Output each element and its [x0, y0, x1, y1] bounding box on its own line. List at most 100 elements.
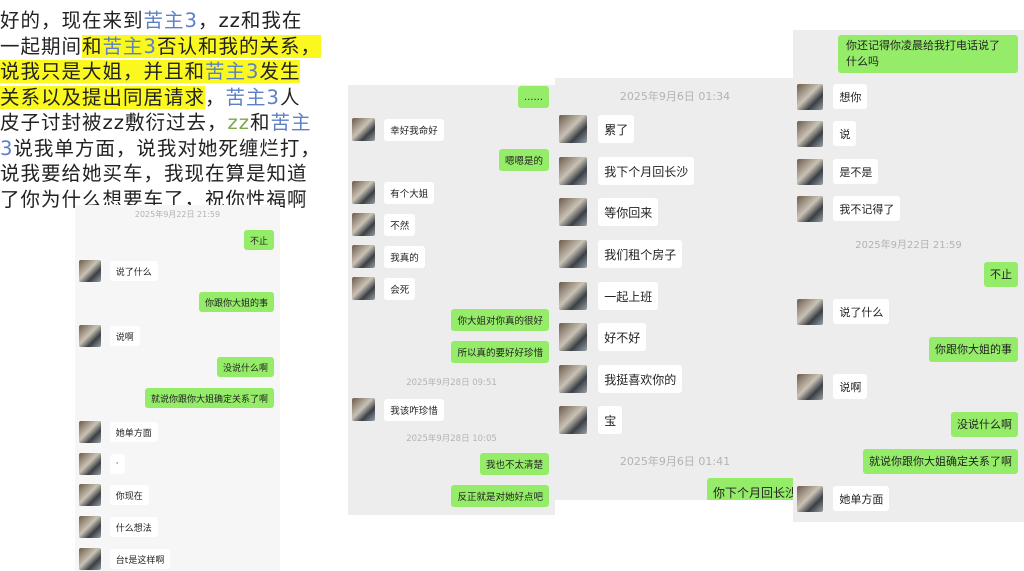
message-bubble: 没说什么啊: [216, 357, 274, 377]
caption-segment: 说我单方面，说我对她死缠烂打，: [13, 136, 321, 160]
message-bubble: 就说你跟你大姐确定关系了啊: [144, 388, 274, 408]
avatar[interactable]: [352, 181, 375, 204]
sent-message: 没说什么啊: [216, 357, 274, 377]
message-bubble: 你跟你大姐的事: [198, 292, 274, 312]
received-message: 你现在: [79, 484, 149, 506]
sent-message: 不止: [243, 230, 274, 250]
message-bubble: 是不是: [833, 159, 879, 184]
message-bubble: 不然: [384, 213, 416, 236]
caption-segment: 3: [0, 136, 14, 160]
sent-message: 你跟你大姐的事: [929, 336, 1018, 362]
chat-screenshot-2: ……幸好我命好嗯嗯是的有个大姐不然我真的会死你大姐对你真的很好所以真的要好好珍惜…: [348, 85, 555, 515]
caption-segment: 关系以及提出同居请求: [0, 85, 206, 109]
avatar[interactable]: [79, 516, 101, 538]
caption-segment: 皮子讨封被zz敷衍过去，: [0, 111, 228, 134]
avatar[interactable]: [559, 365, 587, 393]
received-message: 我挺喜欢你的: [559, 365, 683, 393]
received-message: 等你回来: [559, 198, 659, 226]
received-message: 一起上班: [559, 282, 659, 310]
received-message: 是不是: [797, 158, 879, 185]
sent-message: 不止: [984, 261, 1018, 287]
received-message: 我们租个房子: [559, 240, 683, 268]
avatar[interactable]: [559, 240, 587, 268]
message-bubble: 你下个月回长沙干: [706, 478, 795, 500]
sent-message: 嗯嗯是的: [498, 149, 549, 171]
caption-segment: 否认和我的关系，: [156, 34, 321, 58]
avatar[interactable]: [559, 115, 587, 143]
avatar[interactable]: [559, 157, 587, 185]
message-bubble: 嗯嗯是的: [498, 149, 549, 171]
received-message: 有个大姐: [352, 181, 435, 204]
caption-segment: 和: [82, 34, 103, 58]
caption-line: 说我要给她买车，我现在算是知道: [0, 161, 360, 187]
chat-timestamp: 2025年9月28日 09:51: [406, 378, 497, 389]
message-bubble: 等你回来: [598, 198, 659, 226]
avatar[interactable]: [797, 485, 823, 512]
message-bubble: 说啊: [109, 326, 140, 346]
message-bubble: 我不记得了: [833, 196, 901, 221]
caption-segment: 苦主3: [143, 9, 198, 32]
avatar[interactable]: [559, 323, 587, 351]
message-bubble: 幸好我命好: [384, 118, 444, 141]
avatar[interactable]: [559, 198, 587, 226]
message-bubble: 反正就是对她好点吧: [451, 485, 549, 507]
caption-text: 好的，现在来到苦主3，zz和我在一起期间和苦主3否认和我的关系，说我只是大姐，并…: [0, 8, 360, 212]
message-bubble: 会死: [384, 277, 416, 300]
avatar[interactable]: [79, 484, 101, 506]
avatar[interactable]: [352, 398, 375, 421]
received-message: 说: [797, 120, 857, 147]
message-bubble: 我也不太清楚: [479, 453, 549, 475]
sent-message: 就说你跟你大姐确定关系了啊: [863, 448, 1018, 474]
message-bubble: 什么想法: [109, 517, 158, 537]
received-message: 她单方面: [79, 421, 158, 443]
chat-timestamp: 2025年9月6日 01:41: [619, 454, 731, 468]
avatar[interactable]: [797, 298, 823, 325]
avatar[interactable]: [352, 277, 375, 300]
avatar[interactable]: [79, 325, 101, 347]
caption-segment: 好的，现在来到: [0, 9, 144, 32]
avatar[interactable]: [79, 453, 101, 475]
caption-segment: 人: [279, 85, 301, 109]
avatar[interactable]: [797, 120, 823, 147]
caption-segment: zz: [227, 111, 250, 134]
avatar[interactable]: [352, 118, 375, 141]
sent-message: ……: [518, 86, 549, 108]
avatar[interactable]: [79, 421, 101, 443]
received-message: 累了: [559, 115, 635, 143]
sent-message: 没说什么啊: [951, 411, 1018, 437]
received-message: 不然: [352, 213, 416, 236]
message-bubble: 你跟你大姐的事: [929, 336, 1018, 362]
avatar[interactable]: [79, 548, 101, 570]
avatar[interactable]: [79, 260, 101, 282]
message-bubble: 说了什么: [833, 299, 890, 324]
message-bubble: 说: [833, 121, 857, 146]
message-bubble: 想你: [833, 84, 868, 109]
caption-line: 关系以及提出同居请求，苦主3人: [0, 85, 360, 111]
message-bubble: 你现在: [109, 485, 149, 505]
caption-line: 了你为什么想要车了，祝你性福啊: [0, 187, 360, 213]
avatar[interactable]: [352, 245, 375, 268]
sent-message: 你跟你大姐的事: [198, 292, 274, 312]
message-bubble: 我下个月回长沙: [598, 157, 695, 185]
caption-segment: 苦主3: [205, 60, 260, 83]
caption-segment: 说我只是大姐，并且和: [0, 60, 206, 83]
received-message: 她单方面: [797, 485, 890, 512]
avatar[interactable]: [797, 83, 823, 110]
message-bubble: 所以真的要好好珍惜: [451, 341, 549, 363]
avatar[interactable]: [352, 213, 375, 236]
message-bubble: 不止: [984, 261, 1018, 287]
message-bubble: ……: [518, 86, 549, 108]
received-message: 会死: [352, 277, 416, 300]
message-bubble: 说了什么: [109, 261, 158, 281]
avatar[interactable]: [559, 282, 587, 310]
received-message: ·: [79, 453, 125, 475]
avatar[interactable]: [797, 373, 823, 400]
message-bubble: 没说什么啊: [951, 411, 1018, 437]
message-bubble: 台t是这样啊: [109, 549, 171, 569]
avatar[interactable]: [797, 195, 823, 222]
message-bubble: 你大姐对你真的很好: [451, 309, 549, 331]
avatar[interactable]: [797, 158, 823, 185]
caption-line: 说我只是大姐，并且和苦主3发生: [0, 59, 360, 85]
message-bubble: ·: [109, 454, 125, 474]
avatar[interactable]: [559, 406, 587, 434]
